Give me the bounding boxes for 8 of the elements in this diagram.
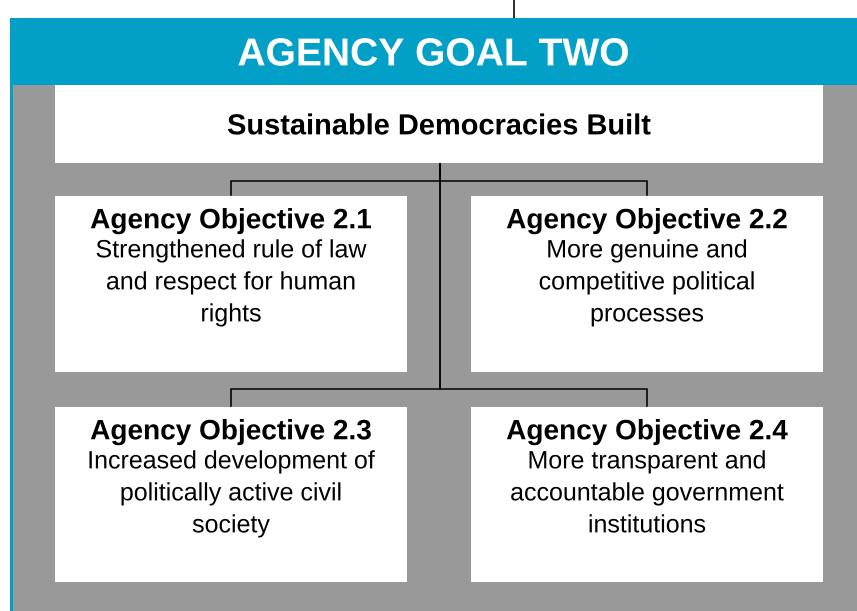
connector-line bbox=[513, 0, 515, 18]
objective-box: Agency Objective 2.3 Increased development of politically active civil society bbox=[55, 407, 407, 582]
objective-box: Agency Objective 2.4 More transparent and accountable government institutions bbox=[471, 407, 823, 582]
objective-box: Agency Objective 2.2 More genuine and competitive political processes bbox=[471, 196, 823, 372]
goal-box: Sustainable Democracies Built bbox=[55, 85, 823, 163]
connector-line bbox=[439, 163, 648, 407]
node-label: AGENCY GOAL TWO bbox=[238, 38, 628, 66]
objective-box: Agency Objective 2.1 Strengthened rule of law and respect for human rights bbox=[55, 196, 407, 372]
